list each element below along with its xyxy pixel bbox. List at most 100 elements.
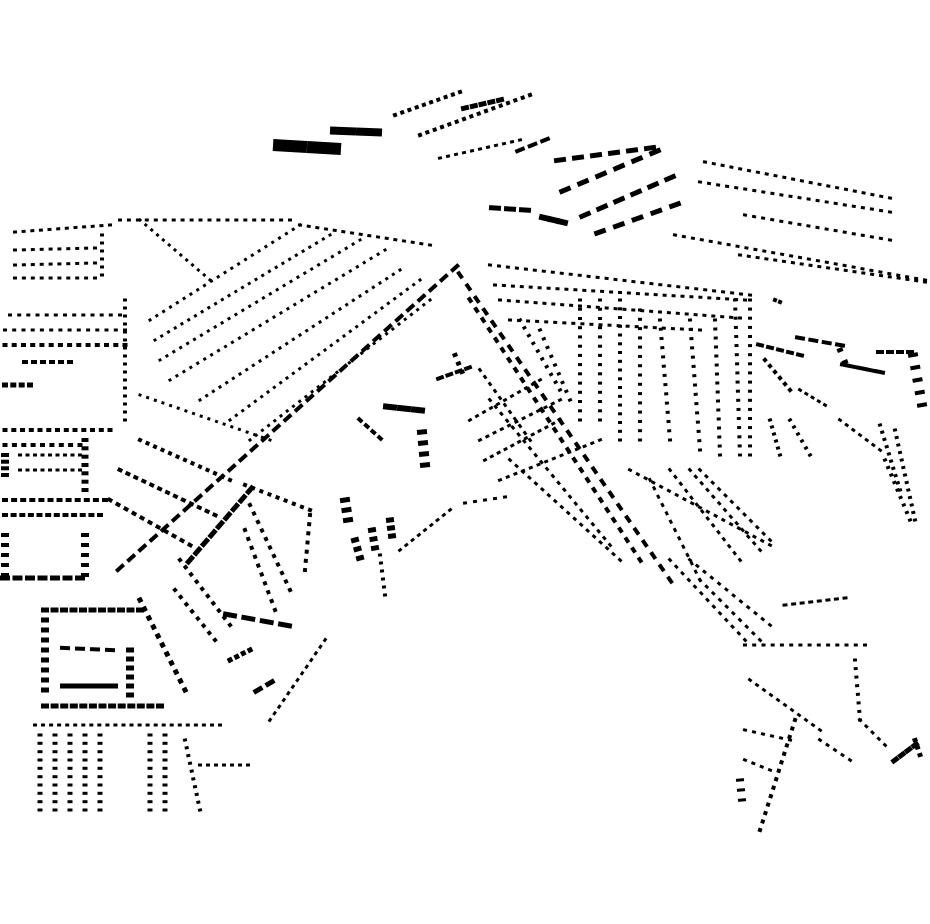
building <box>586 274 591 279</box>
building <box>656 494 661 500</box>
building <box>649 281 654 286</box>
building <box>52 791 58 795</box>
building <box>327 232 333 238</box>
building <box>18 453 22 457</box>
building <box>736 416 741 421</box>
building <box>726 543 732 549</box>
building <box>396 321 402 327</box>
building <box>573 441 582 451</box>
building <box>735 389 740 393</box>
building <box>735 371 740 375</box>
building <box>18 382 25 388</box>
building <box>580 322 585 326</box>
building <box>265 319 270 324</box>
building <box>731 593 737 598</box>
building <box>123 370 127 374</box>
building <box>97 733 103 737</box>
building <box>808 263 813 268</box>
building <box>797 255 803 260</box>
building <box>481 409 487 415</box>
building <box>350 536 360 544</box>
building <box>179 321 184 326</box>
building <box>726 242 731 247</box>
building <box>272 418 277 423</box>
building <box>512 97 518 103</box>
building <box>594 170 608 180</box>
building <box>290 684 296 690</box>
building <box>759 764 765 769</box>
building <box>21 276 26 280</box>
building <box>76 343 82 347</box>
building <box>782 381 788 387</box>
building <box>824 200 829 204</box>
building <box>356 416 364 424</box>
building <box>267 544 273 551</box>
building <box>729 291 735 295</box>
building <box>191 777 196 781</box>
building <box>876 350 884 354</box>
building <box>63 468 67 472</box>
building <box>553 156 567 164</box>
building <box>638 401 642 405</box>
building <box>259 394 264 399</box>
building <box>810 722 816 728</box>
building <box>492 496 498 501</box>
building <box>114 501 122 508</box>
building <box>98 703 107 709</box>
building <box>523 368 532 378</box>
building <box>144 218 149 222</box>
building <box>503 206 517 212</box>
building <box>82 775 88 779</box>
building <box>598 400 602 403</box>
building <box>732 550 738 556</box>
building <box>138 393 142 397</box>
building <box>635 471 641 477</box>
building <box>173 325 178 330</box>
building <box>512 366 520 374</box>
building <box>39 262 44 266</box>
building <box>598 307 602 311</box>
building <box>753 247 758 252</box>
building <box>744 246 749 250</box>
building <box>852 269 857 274</box>
building <box>860 205 866 210</box>
building <box>664 510 669 516</box>
building <box>56 498 63 502</box>
building <box>667 557 673 563</box>
building <box>242 482 248 488</box>
building <box>458 369 466 375</box>
building <box>322 347 328 353</box>
building <box>674 492 680 498</box>
building <box>71 513 78 517</box>
building <box>714 354 719 358</box>
building <box>237 453 248 463</box>
building <box>842 596 848 600</box>
building <box>67 783 73 787</box>
building <box>638 438 642 442</box>
building <box>52 750 58 754</box>
building <box>596 528 602 534</box>
building <box>833 201 838 206</box>
building <box>779 252 785 257</box>
building <box>189 608 195 615</box>
building <box>584 476 592 484</box>
building <box>212 470 218 476</box>
building <box>551 426 559 434</box>
building <box>172 493 179 500</box>
building <box>808 600 814 604</box>
building <box>98 607 106 613</box>
building <box>681 544 686 550</box>
building <box>878 208 884 213</box>
building <box>696 429 701 434</box>
building <box>363 422 371 430</box>
building <box>466 296 474 304</box>
building <box>57 276 62 280</box>
building <box>861 271 866 275</box>
building <box>752 188 757 193</box>
building <box>584 514 590 520</box>
building <box>234 218 239 222</box>
building <box>258 488 264 494</box>
building <box>755 255 760 260</box>
building <box>736 630 742 636</box>
building <box>482 374 488 380</box>
